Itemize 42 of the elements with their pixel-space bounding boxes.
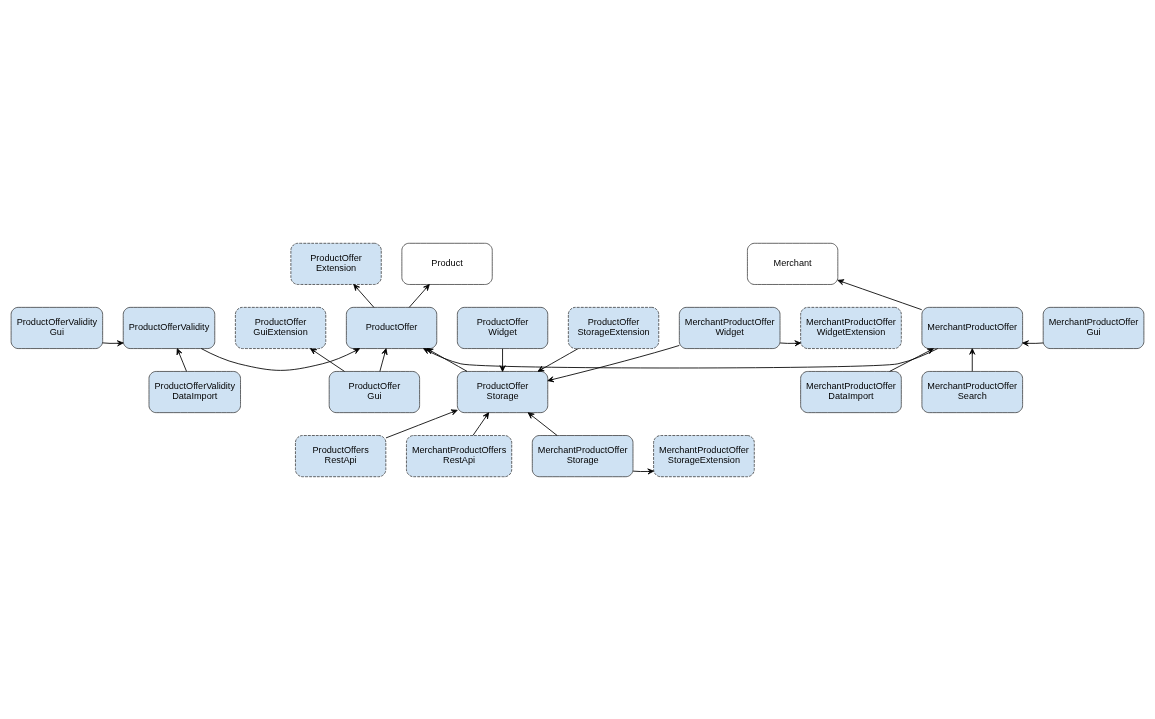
node-box: ProductOffer Extension xyxy=(290,242,382,285)
arrow xyxy=(547,344,680,382)
node-box: ProductOffer StorageExtension xyxy=(568,306,660,349)
arrow xyxy=(779,339,802,346)
node-box: MerchantProductOffer StorageExtension xyxy=(653,434,755,477)
node-box: MerchantProductOffers RestApi xyxy=(406,434,513,477)
node-box: ProductOffer xyxy=(346,306,438,349)
arrow xyxy=(527,411,558,436)
node-box: ProductOffer Widget xyxy=(457,306,549,349)
arrow xyxy=(499,347,506,372)
arrow xyxy=(200,347,360,371)
node-box: ProductOffer Gui xyxy=(328,370,420,413)
arrow xyxy=(353,283,375,308)
node-box: MerchantProductOffer Search xyxy=(921,370,1023,413)
arrow xyxy=(385,408,458,438)
arrow xyxy=(969,347,976,372)
arrow xyxy=(379,347,388,372)
node-box: MerchantProductOffer DataImport xyxy=(800,370,902,413)
arrow xyxy=(310,347,345,372)
arrow xyxy=(1022,339,1044,346)
node-box: ProductOfferValidity DataImport xyxy=(148,370,241,413)
node-box: ProductOffer Storage xyxy=(457,370,549,413)
node-box: MerchantProductOffer xyxy=(921,306,1023,349)
node-box: ProductOfferValidity Gui xyxy=(10,306,103,349)
arrow xyxy=(472,411,490,436)
arrow xyxy=(632,467,654,474)
arrow xyxy=(426,347,468,372)
node-box: Product xyxy=(401,242,493,285)
node-box: ProductOffer GuiExtension xyxy=(235,306,327,349)
arrow xyxy=(837,278,923,310)
node-box: MerchantProductOffer Widget xyxy=(678,306,781,349)
node-box: MerchantProductOffer WidgetExtension xyxy=(800,306,902,349)
arrow xyxy=(102,339,124,346)
node-box: ProductOffers RestApi xyxy=(295,434,387,477)
arrow xyxy=(889,347,934,372)
arrow xyxy=(537,347,579,372)
node-box: MerchantProductOffer Gui xyxy=(1042,306,1145,349)
node-box: Merchant xyxy=(747,242,839,285)
node-box: ProductOfferValidity xyxy=(122,306,216,349)
node-box: MerchantProductOffer Storage xyxy=(531,434,634,477)
arrow xyxy=(408,283,430,308)
arrow xyxy=(176,347,187,372)
